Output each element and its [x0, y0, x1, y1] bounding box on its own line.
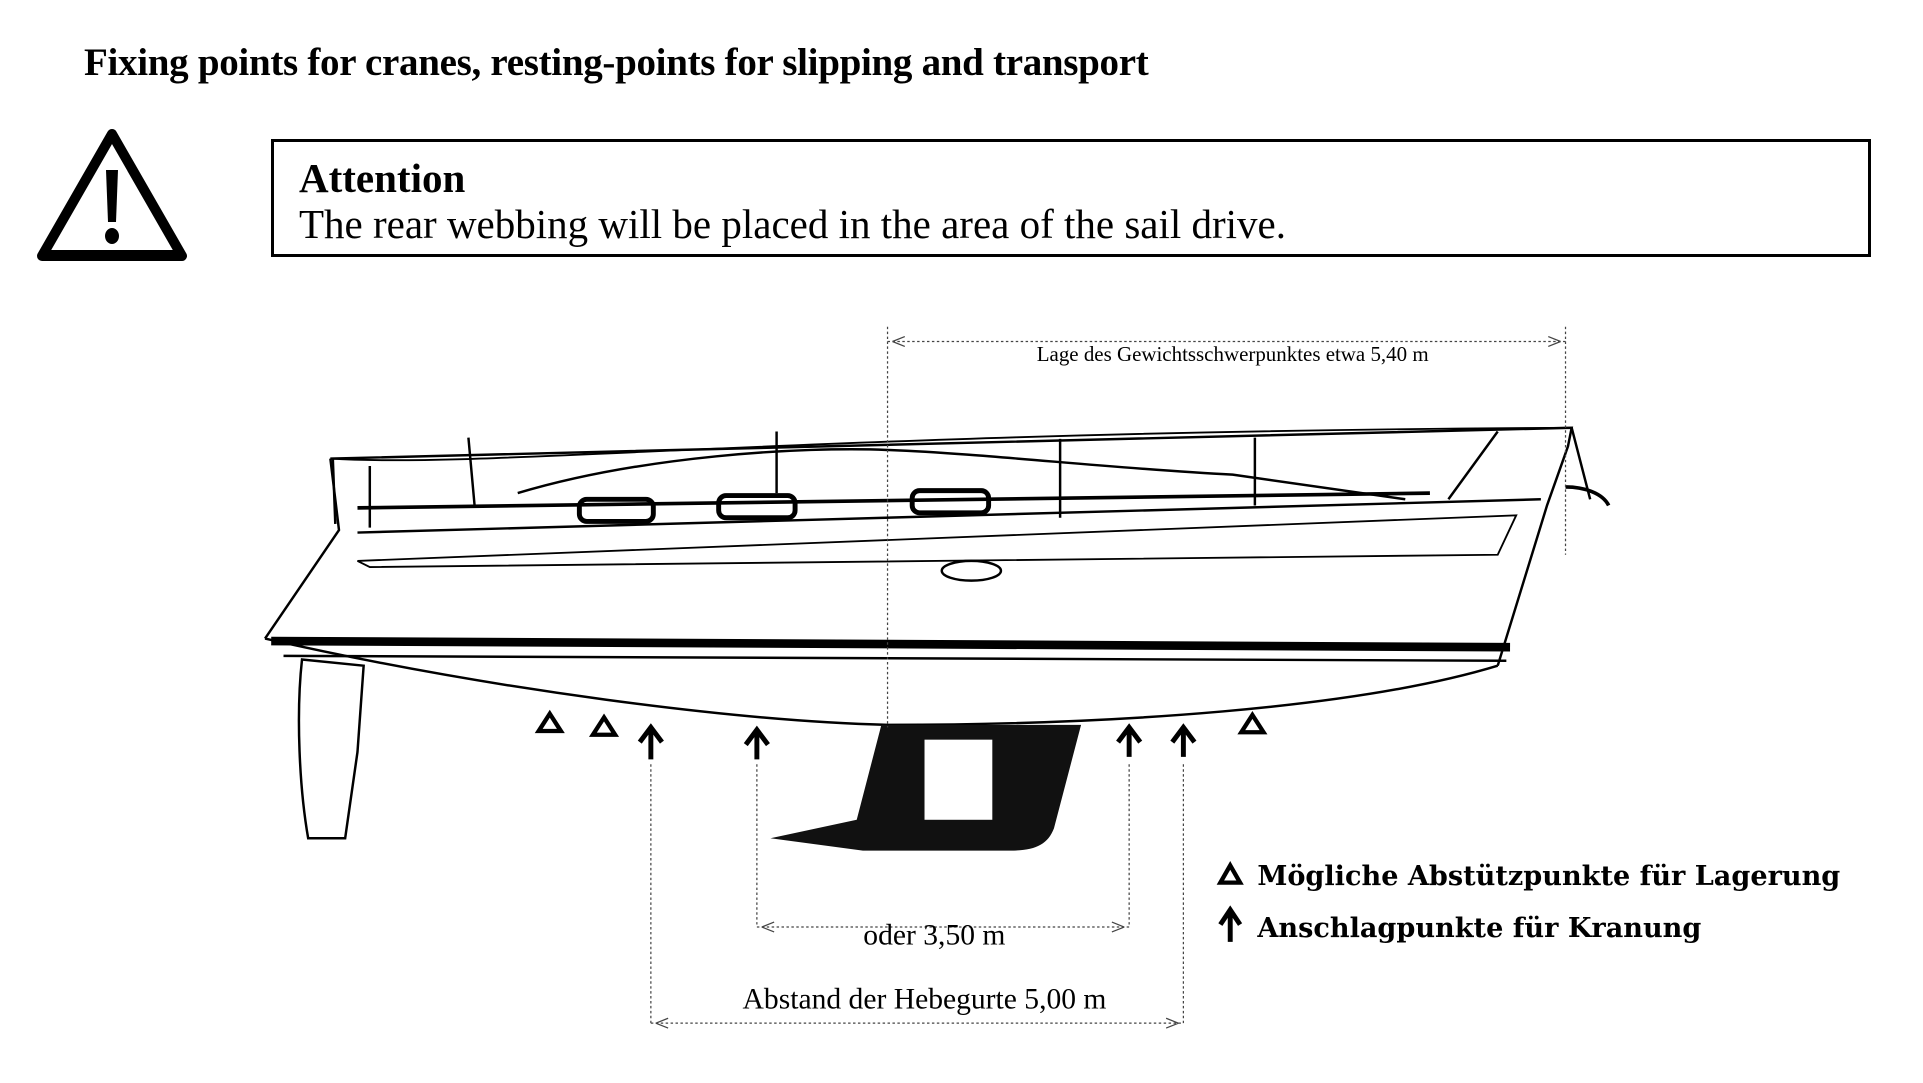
legend: Mögliche Abstützpunkte für Lagerung Ansc…	[1216, 861, 1840, 944]
warning-icon	[37, 129, 187, 261]
arrow-up-icon	[1218, 905, 1243, 942]
center-of-gravity-label: Lage des Gewichtsschwerpunktes etwa 5,40…	[1037, 342, 1429, 366]
crane-points	[637, 723, 1197, 760]
dimension-lines	[650, 326, 1567, 1024]
rudder	[297, 658, 365, 840]
notice-text: The rear webbing will be placed in the a…	[299, 201, 1287, 247]
triangle-icon	[1237, 711, 1268, 735]
legend-crane-label: Anschlagpunkte für Kranung	[1256, 913, 1701, 944]
strap-distance-label: Abstand der Hebegurte 5,00 m	[743, 983, 1107, 1015]
support-points	[534, 709, 1268, 737]
arrow-up-icon	[637, 723, 664, 760]
notice-heading: Attention	[299, 155, 466, 201]
page-title: Fixing points for cranes, resting-points…	[84, 41, 1149, 84]
triangle-icon	[534, 709, 565, 734]
triangle-icon	[1216, 861, 1244, 885]
triangle-icon	[588, 713, 620, 737]
legend-support-label: Mögliche Abstützpunkte für Lagerung	[1257, 861, 1840, 892]
alt-distance-label: oder 3,50 m	[863, 919, 1005, 951]
arrow-up-icon	[1116, 723, 1143, 757]
boat-hull	[264, 426, 1611, 727]
arrow-up-icon	[743, 725, 770, 760]
attention-notice: Attention The rear webbing will be place…	[271, 139, 1871, 257]
arrow-up-icon	[1170, 723, 1197, 757]
